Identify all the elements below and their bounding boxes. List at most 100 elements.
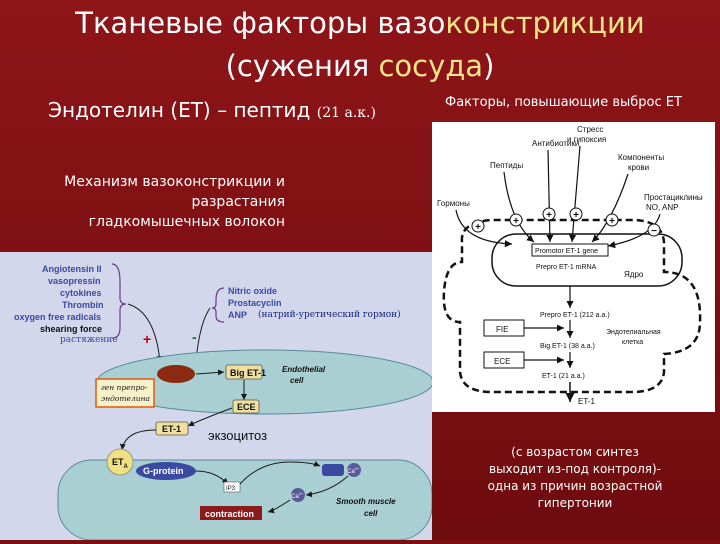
- ece-to-et1-arrow: [187, 407, 233, 427]
- stimulus-cytokines: cytokines: [60, 288, 102, 298]
- big-et1-box: [225, 364, 263, 380]
- stimulus-angiotensin: Angiotensin II: [42, 264, 102, 274]
- ca-store: [322, 464, 344, 476]
- peptides-sign-circle: [509, 213, 523, 227]
- stress-arrow: [569, 145, 581, 243]
- mechanism-diagram-svg: Angiotensin II vasopressin cytokines Thr…: [14, 263, 434, 541]
- ca-label-2: Ca2+: [291, 491, 304, 500]
- input-prostacyclins-2: NO, ANP: [646, 203, 678, 212]
- inhibitor-prostacyclin: Prostacyclin: [228, 298, 282, 308]
- eta-receptor: [106, 448, 134, 476]
- nucleus-label: Ядро: [624, 270, 644, 279]
- prepro-mrna-label: Prepro ET-1 mRNA: [536, 264, 597, 271]
- contraction-label: contraction: [205, 509, 254, 519]
- big-et1-ru-label: Big ET-1 (38 a.a.): [540, 343, 595, 350]
- inhibitors-bracket: [211, 287, 225, 323]
- hormones-sign-circle: [471, 219, 485, 233]
- natriuretic-label: (натрий-уретический гормон): [258, 309, 401, 320]
- prostacyclins-sign-circle: [647, 223, 661, 237]
- stimulus-free-radicals: oxygen free radicals: [14, 312, 101, 322]
- hormones-sign: +: [475, 222, 481, 233]
- hormones-arrow: [455, 209, 513, 248]
- eta-receptor-label: ETA: [112, 457, 129, 470]
- nucleus-to-bigendo-arrow: [195, 369, 225, 376]
- ca-to-contraction-arrow: [267, 499, 291, 514]
- stimulus-shearing-force: shearing force: [40, 324, 102, 334]
- prepro-et1-label: Prepro ET-1 (212 a.a.): [540, 312, 610, 319]
- nucleus-outline: [491, 233, 683, 287]
- endothelial-cell-label-ru-2: клетка: [622, 339, 643, 346]
- input-components-1: Компоненты: [618, 153, 664, 162]
- components-arrow: [591, 173, 629, 243]
- g-protein-label: G-protein: [143, 466, 184, 476]
- input-stress-1: Стресс: [577, 125, 603, 134]
- factors-heading: Факторы, повышающие выброс ЕТ: [445, 95, 682, 110]
- et1-to-receptor-arrow: [119, 429, 157, 451]
- stress-sign: +: [573, 210, 579, 221]
- stretch-label: растяжение: [60, 335, 118, 345]
- ca-ion-2: [291, 488, 305, 502]
- stimuli-arrow: [127, 303, 163, 363]
- prostacyclins-arrow: [607, 213, 661, 249]
- ip3-box: [223, 481, 241, 493]
- stimuli-bracket: [111, 263, 127, 339]
- factors-diagram-svg: Гормоны Пептиды Антибиотики Стресс и гип…: [437, 125, 703, 406]
- smooth-muscle-label-2: cell: [364, 509, 378, 518]
- mechanism-caption: Механизм вазоконстрикции и разрастания г…: [64, 174, 285, 230]
- big-et1-label: Big ET-1: [230, 368, 266, 378]
- ca-ion-1: [347, 463, 361, 477]
- nucleus-shape: [157, 365, 195, 383]
- exocytosis-label: экзоцитоз: [208, 428, 267, 443]
- et1-21-label: ET-1 (21 a.a.): [542, 373, 585, 380]
- ece-box: [232, 399, 260, 414]
- et1-release-label: ET-1: [578, 397, 595, 406]
- ca-label-1: Ca2+: [347, 466, 360, 475]
- input-stress-2: и гипоксия: [567, 135, 606, 144]
- endothelial-cell-label-ru-1: Эндотелиальная: [606, 329, 661, 336]
- g-protein: [136, 462, 196, 480]
- input-peptides: Пептиды: [490, 161, 523, 170]
- inhibitor-anp: ANP: [228, 310, 247, 320]
- et1-label: ET-1: [162, 424, 181, 434]
- fie-label: FIE: [496, 325, 508, 334]
- factors-diagram: Гормоны Пептиды Антибиотики Стресс и гип…: [432, 122, 715, 412]
- gene-box-line2: эндотелина: [101, 394, 150, 403]
- slide-title-line2: (сужения сосуда): [225, 49, 495, 83]
- antibiotics-sign: +: [546, 210, 552, 221]
- ece-label: ECE: [237, 402, 256, 412]
- minus-sign: -: [192, 329, 197, 345]
- endothelial-cell-label-1: Endothelial: [282, 365, 326, 374]
- ece-label-right: ECE: [494, 357, 510, 366]
- slide-title-line1: Тканевые факторы вазоконстрикции: [75, 6, 645, 40]
- input-prostacyclins-1: Простациклины: [644, 193, 703, 202]
- stress-sign-circle: [569, 207, 583, 221]
- smooth-muscle-label-1: Smooth muscle: [336, 497, 396, 506]
- et1-box: [155, 421, 189, 436]
- antibiotics-arrow: [546, 149, 554, 243]
- endothelin-heading: Эндотелин (ЕТ) – пептид (21 а.к.): [48, 98, 376, 122]
- components-sign-circle: [605, 213, 619, 227]
- ip3-to-store-arrow: [239, 460, 321, 485]
- ca-release-arrow: [305, 475, 349, 498]
- input-antibiotics: Антибиотики: [532, 139, 579, 148]
- stimulus-vasopressin: vasopressin: [48, 276, 101, 286]
- components-sign: +: [609, 216, 615, 227]
- stimulus-thrombin: Thrombin: [62, 300, 104, 310]
- input-hormones: Гормоны: [437, 199, 470, 208]
- gene-box-line1: ген препро-: [101, 383, 148, 392]
- prostacyclins-sign: −: [651, 226, 657, 237]
- plus-sign: +: [143, 331, 151, 347]
- contraction-box: [200, 506, 262, 520]
- peptides-sign: +: [513, 216, 519, 227]
- age-note: (с возрастом синтез выходит из-под контр…: [487, 445, 663, 510]
- peptides-arrow: [503, 171, 535, 243]
- cell-outline: [442, 218, 702, 394]
- inhibitor-no: Nitric oxide: [228, 286, 277, 296]
- promotor-label: Promotor ET-1 gene: [535, 248, 598, 255]
- input-components-2: крови: [628, 163, 649, 172]
- antibiotics-sign-circle: [542, 207, 556, 221]
- endothelial-cell-label-2: cell: [290, 376, 304, 385]
- mechanism-diagram: Angiotensin II vasopressin cytokines Thr…: [0, 252, 434, 541]
- gene-box: [95, 378, 155, 408]
- ip3-label: IP3: [226, 486, 236, 492]
